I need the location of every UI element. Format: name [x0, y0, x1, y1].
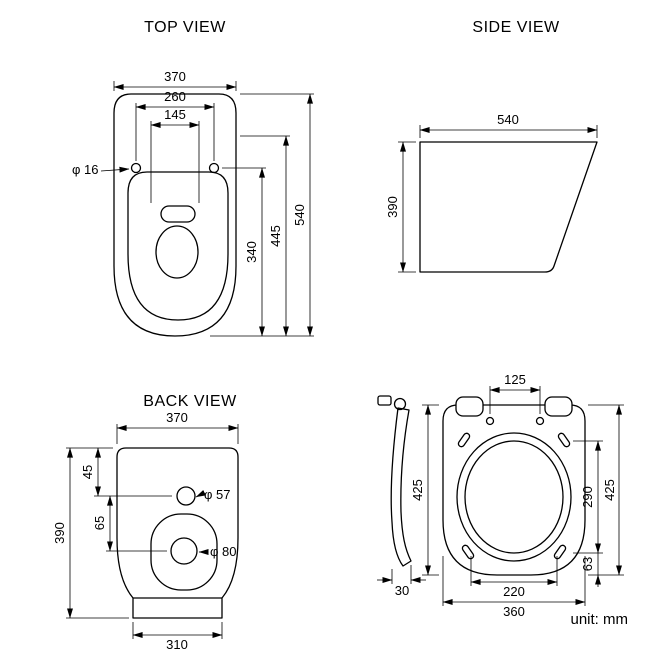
dim-value-425-right: 425: [602, 479, 617, 501]
seat-opening-inner: [464, 440, 564, 554]
back-outline: [116, 447, 239, 619]
dim-value-540-side: 540: [497, 112, 519, 127]
hinge-cover: [160, 205, 196, 223]
dim-bowl-length: [222, 167, 266, 337]
dim-value-125: 125: [504, 372, 526, 387]
side-profile-outline: [419, 141, 598, 273]
hinge-fitting: [377, 395, 392, 406]
mount-hole-left: [130, 162, 142, 174]
dim-mid-length: [240, 135, 290, 337]
hinge-bolt-left: [485, 416, 495, 426]
dim-seat-width: [442, 556, 586, 606]
side-view: SIDE VIEW 540 390: [385, 19, 598, 273]
dim-value-30: 30: [395, 583, 409, 598]
back-view-title: BACK VIEW: [143, 393, 237, 410]
back-view: BACK VIEW φ 57 φ 80 370 45 65: [52, 393, 239, 650]
dim-value-63: 63: [580, 557, 595, 571]
outlet-hole: [170, 537, 198, 565]
top-view: TOP VIEW 370 260 145 φ 16: [72, 19, 314, 337]
inlet-hole: [176, 486, 196, 506]
hinge-bolt-right: [535, 416, 545, 426]
dim-value-220: 220: [503, 584, 525, 599]
dim-value-390-side: 390: [385, 196, 400, 218]
dim-value-370-back: 370: [166, 410, 188, 425]
dim-value-phi16: φ 16: [72, 162, 99, 177]
top-view-title: TOP VIEW: [144, 19, 226, 36]
seat-outline: [442, 404, 586, 576]
unit-label: unit: mm: [570, 611, 628, 628]
dim-back-height: [66, 447, 129, 619]
dim-value-390-back: 390: [52, 522, 67, 544]
dim-profile-thickness: [377, 565, 426, 584]
dim-value-360: 360: [503, 604, 525, 619]
seat-side-profile: [390, 407, 412, 567]
bowl-outer-outline: [113, 93, 237, 337]
dim-value-445: 445: [268, 225, 283, 247]
leader-phi57: [195, 490, 206, 498]
dim-total-length: [210, 93, 314, 337]
seat-view: 30 125 425 290: [377, 372, 624, 619]
dim-value-425-left: 425: [410, 479, 425, 501]
hinge-tab-right: [544, 396, 573, 417]
mount-hole-right: [208, 162, 220, 174]
dim-hinge-span: [150, 121, 200, 203]
hinge-tab-left: [455, 396, 484, 417]
bumper-slot-bottom-left: [461, 544, 475, 560]
dim-seat-length-right: [588, 404, 624, 576]
dim-mount-span: [135, 103, 215, 161]
dim-base-width: [132, 622, 223, 639]
dim-value-145: 145: [164, 107, 186, 122]
dim-hinge-hole-span: [489, 386, 541, 414]
dim-side-height: [398, 141, 416, 273]
side-view-title: SIDE VIEW: [472, 19, 560, 36]
water-spot: [155, 225, 199, 279]
bowl-rim-outline: [127, 171, 229, 321]
dim-back-width: [116, 424, 239, 444]
bumper-slot-top-left: [457, 432, 471, 448]
dim-top-width: [113, 81, 237, 91]
dim-value-phi80: φ 80: [210, 544, 237, 559]
seat-opening-outer: [456, 432, 572, 562]
dim-value-310: 310: [166, 637, 188, 650]
hinge-pin: [393, 397, 407, 411]
dim-inlet-to-outlet: [106, 495, 167, 552]
leader-phi16: [100, 166, 130, 173]
bumper-slot-top-right: [557, 432, 571, 448]
dim-value-370-top: 370: [164, 69, 186, 84]
bumper-slot-bottom-right: [553, 544, 567, 560]
dim-value-290: 290: [580, 486, 595, 508]
dim-side-length: [419, 125, 598, 138]
dim-value-65: 65: [92, 516, 107, 530]
trapway-bulge: [150, 513, 218, 591]
dim-value-phi57: φ 57: [204, 487, 231, 502]
dim-value-540-top: 540: [292, 204, 307, 226]
dim-value-260: 260: [164, 89, 186, 104]
dim-seat-length-left: [422, 404, 439, 576]
dim-opening-width: [470, 556, 558, 586]
dim-value-45: 45: [80, 465, 95, 479]
dim-value-340: 340: [244, 241, 259, 263]
